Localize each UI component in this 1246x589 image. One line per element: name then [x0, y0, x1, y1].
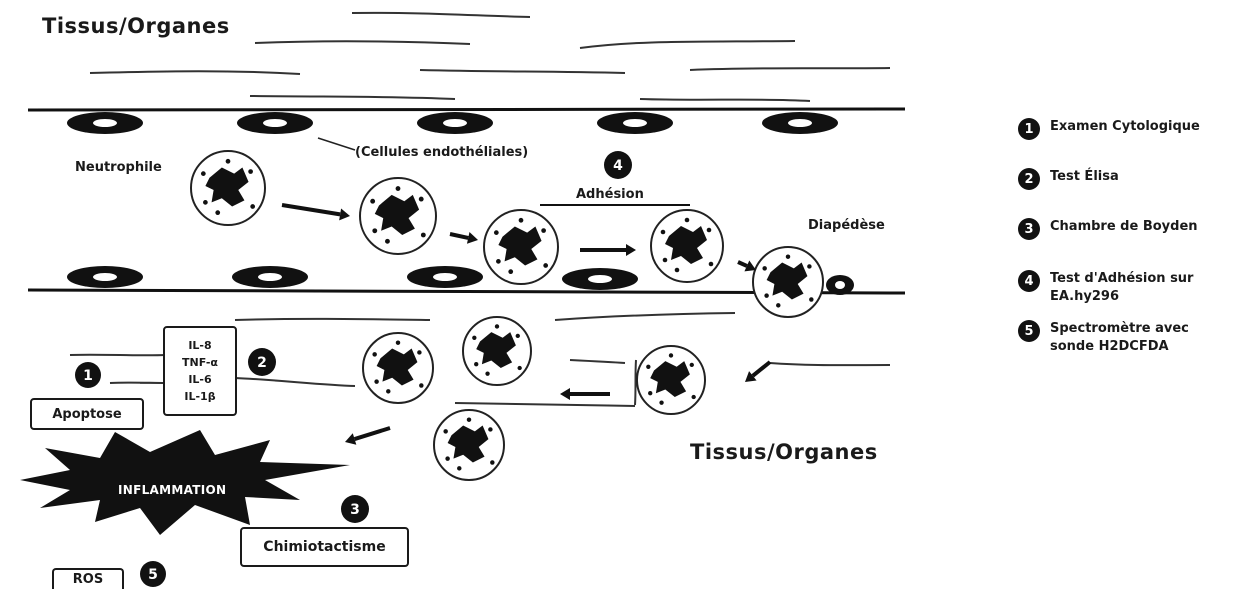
legend-number: 2: [1018, 168, 1040, 190]
neutrophil: [191, 151, 265, 225]
neutrophil: [434, 410, 504, 480]
step-marker: 1: [75, 362, 101, 388]
arrow: [745, 362, 770, 382]
step-marker: 2: [248, 348, 276, 376]
step-marker: 4: [604, 151, 632, 179]
endothelial-cell: [417, 112, 493, 134]
endothelial-cell: [67, 112, 143, 134]
cytokine-item: IL-1β: [184, 389, 215, 404]
step-marker: 3: [341, 495, 369, 523]
neutrophil: [651, 210, 723, 282]
legend-text: Test d'Adhésion sur EA.hy296: [1050, 270, 1210, 306]
svg-text:4: 4: [613, 158, 623, 174]
neutrophil: [753, 247, 823, 317]
chimiotactisme-box: Chimiotactisme: [240, 527, 409, 567]
arrow: [282, 205, 350, 220]
neutrophil: [363, 333, 433, 403]
arrow: [345, 428, 390, 445]
adhesion-label: Adhésion: [576, 187, 644, 202]
cytokine-box: IL-8 TNF-α IL-6 IL-1β: [163, 326, 237, 416]
svg-text:1: 1: [83, 368, 93, 384]
cytokine-item: IL-8: [188, 338, 211, 353]
tissue-title-bottom: Tissus/Organes: [690, 440, 878, 464]
legend-text: Examen Cytologique: [1050, 118, 1240, 136]
endothelial-cells-label: (Cellules endothéliales): [355, 145, 528, 160]
legend-number: 1: [1018, 118, 1040, 140]
endothelial-cell: [826, 275, 854, 295]
ros-box: ROS: [52, 568, 124, 589]
endothelial-cell: [562, 268, 638, 290]
svg-text:3: 3: [350, 502, 360, 518]
neutrophil: [360, 178, 436, 254]
neutrophil: [637, 346, 705, 414]
neutrophile-label: Neutrophile: [75, 160, 162, 175]
legend-text: Chambre de Boyden: [1050, 218, 1240, 236]
tissue-title-top: Tissus/Organes: [42, 14, 230, 38]
endothelial-cell: [232, 266, 308, 288]
cytokine-item: IL-6: [188, 372, 211, 387]
cytokine-item: TNF-α: [182, 355, 218, 370]
arrow: [580, 244, 636, 256]
apoptose-box: Apoptose: [30, 398, 144, 430]
neutrophil: [484, 210, 558, 284]
endothelial-cell: [762, 112, 838, 134]
arrow: [450, 232, 478, 244]
svg-text:2: 2: [257, 355, 267, 371]
endothelial-cells: [67, 112, 854, 295]
legend-number: 3: [1018, 218, 1040, 240]
legend-number: 5: [1018, 320, 1040, 342]
endothelial-cell: [67, 266, 143, 288]
legend-item-3: 3 Chambre de Boyden: [1018, 218, 1240, 240]
endothelial-pointer: [318, 138, 355, 150]
neutrophils: [191, 151, 823, 480]
endothelial-cell: [597, 112, 673, 134]
arrow: [738, 260, 756, 271]
step-marker: 5: [140, 561, 166, 587]
legend-text: Test Élisa: [1050, 168, 1240, 186]
arrow: [560, 388, 610, 400]
legend-item-1: 1 Examen Cytologique: [1018, 118, 1240, 140]
endothelial-cell: [407, 266, 483, 288]
legend-text: Spectromètre avec sonde H2DCFDA: [1050, 320, 1200, 356]
inflammation-label: INFLAMMATION: [118, 483, 226, 497]
neutrophil: [463, 317, 531, 385]
legend-item-4: 4 Test d'Adhésion sur EA.hy296: [1018, 270, 1210, 306]
legend-item-5: 5 Spectromètre avec sonde H2DCFDA: [1018, 320, 1200, 356]
legend-item-2: 2 Test Élisa: [1018, 168, 1240, 190]
diapedese-label: Diapédèse: [808, 218, 885, 233]
legend-number: 4: [1018, 270, 1040, 292]
svg-text:5: 5: [148, 567, 158, 583]
endothelial-cell: [237, 112, 313, 134]
